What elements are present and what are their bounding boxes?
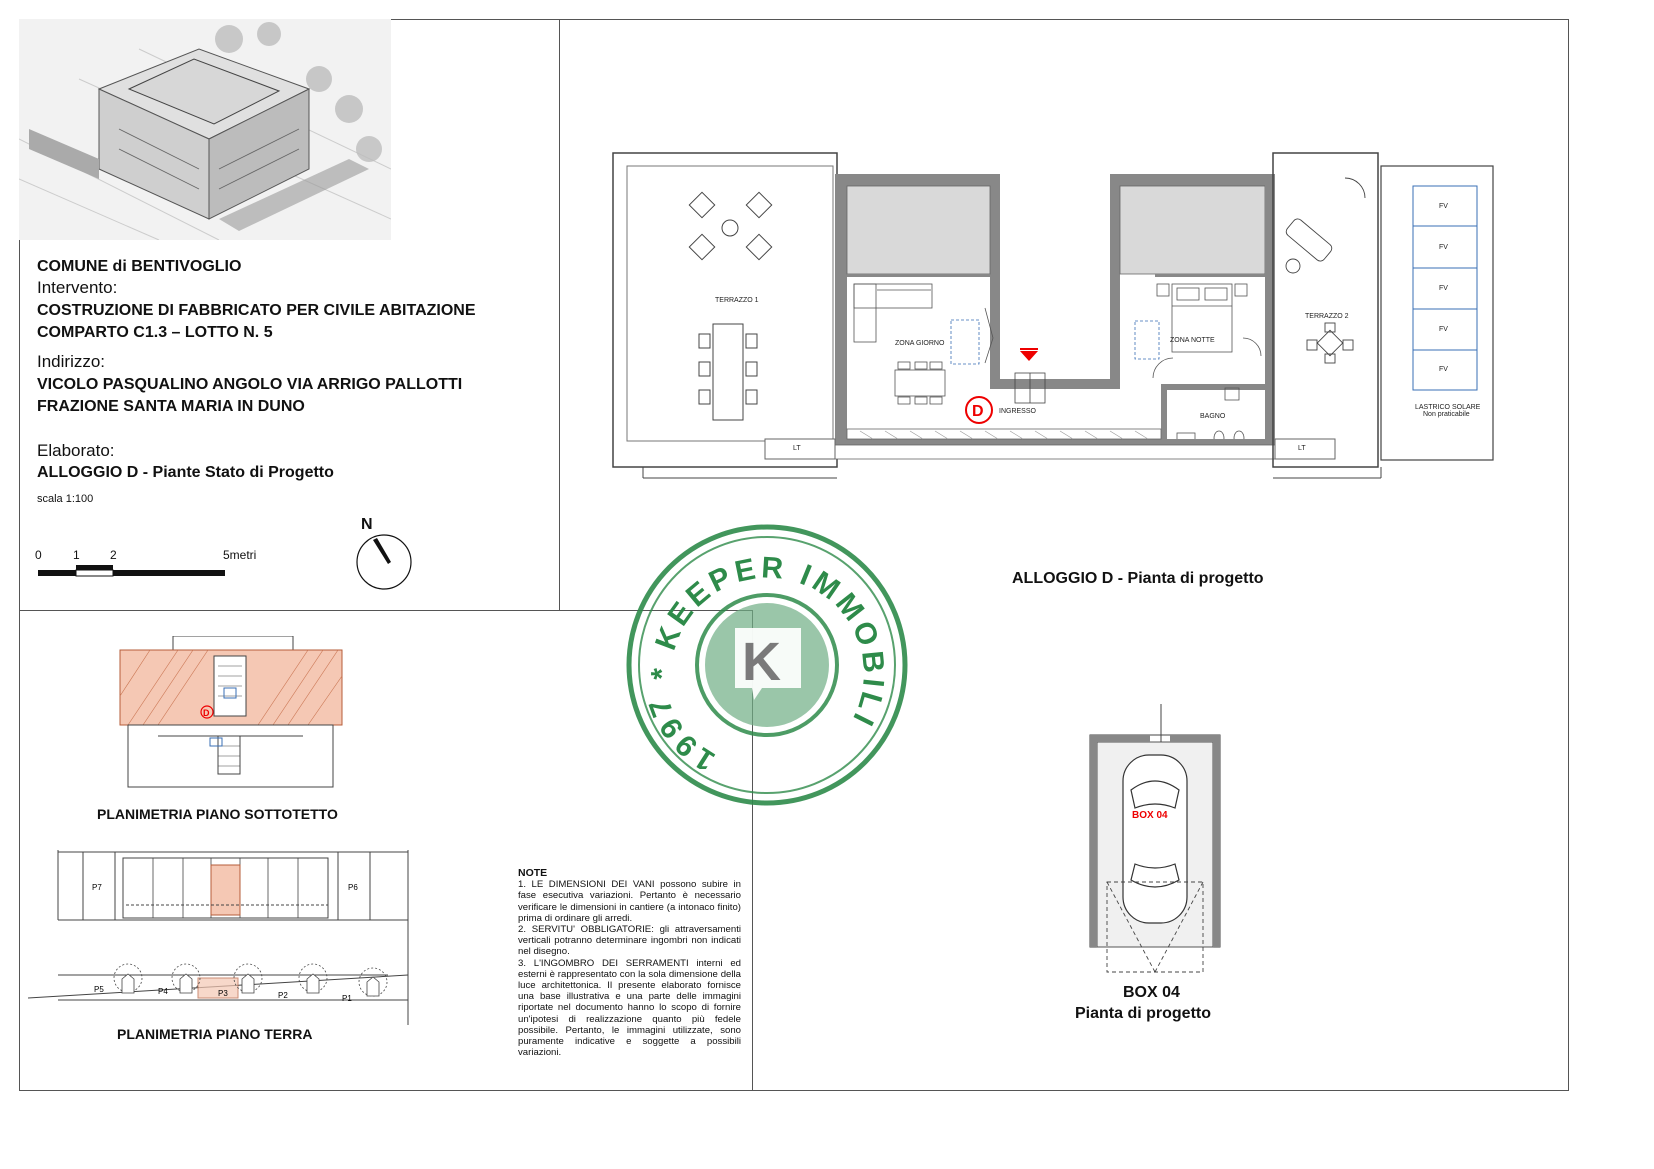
note-item-1: 1. LE DIMENSIONI DEI VANI possono subire…	[518, 879, 741, 924]
note-item-3: 3. L'INGOMBRO DEI SERRAMENTI interni ed …	[518, 957, 741, 1059]
indirizzo-label: Indirizzo:	[37, 352, 106, 371]
box-subtitle: Pianta di progetto	[1075, 1005, 1211, 1022]
parking-p1: P1	[342, 994, 352, 1003]
elaborato-label: Elaborato:	[37, 441, 115, 460]
room-label-zona-giorno: ZONA GIORNO	[895, 340, 945, 347]
notes-block: NOTE 1. LE DIMENSIONI DEI VANI possono s…	[518, 867, 741, 1059]
pv-label-3: FV	[1439, 285, 1448, 292]
scale-bar	[38, 562, 228, 585]
stamp-letter: K	[742, 632, 781, 692]
box-car-label: BOX 04	[1132, 810, 1168, 821]
scale-label-5: 5metri	[223, 548, 257, 562]
room-label-lastrico-note: Non praticabile	[1423, 411, 1470, 418]
room-label-bagno: BAGNO	[1200, 413, 1226, 420]
pv-label-5: FV	[1439, 366, 1448, 373]
lt-label-left: LT	[793, 445, 801, 452]
parking-p2: P2	[278, 991, 288, 1000]
pv-label-2: FV	[1439, 244, 1448, 251]
indirizzo-line1: VICOLO PASQUALINO ANGOLO VIA ARRIGO PALL…	[37, 376, 463, 393]
parking-p7: P7	[92, 883, 102, 892]
parking-p3: P3	[218, 989, 228, 998]
piano-terra-title: PLANIMETRIA PIANO TERRA	[117, 1026, 313, 1042]
room-label-terrazzo2: TERRAZZO 2	[1305, 313, 1349, 320]
box-title: BOX 04	[1123, 984, 1180, 1001]
scale-label-2: 2	[110, 548, 117, 562]
room-label-ingresso: INGRESSO	[999, 408, 1037, 415]
sottotetto-title: PLANIMETRIA PIANO SOTTOTETTO	[97, 806, 338, 822]
pv-label-4: FV	[1439, 326, 1448, 333]
box-plan: BOX 04	[1085, 700, 1225, 985]
parking-p6: P6	[348, 883, 358, 892]
parking-p4: P4	[158, 987, 168, 996]
divider-horizontal-left	[19, 610, 560, 611]
parking-p5: P5	[94, 985, 104, 994]
building-3d-render	[18, 19, 392, 241]
divider-vertical-top	[559, 19, 560, 610]
unit-letter-main: D	[972, 403, 984, 420]
main-plan-title: ALLOGGIO D - Pianta di progetto	[1012, 570, 1264, 587]
north-label: N	[361, 516, 373, 533]
scale-text: scala 1:100	[37, 493, 94, 505]
intervento-line2: COMPARTO C1.3 – LOTTO N. 5	[37, 324, 273, 341]
pv-label-1: FV	[1439, 203, 1448, 210]
divider-horizontal-mid	[559, 610, 753, 611]
scale-label-1: 1	[73, 548, 80, 562]
room-label-zona-notte: ZONA NOTTE	[1170, 337, 1215, 344]
intervento-line1: COSTRUZIONE DI FABBRICATO PER CIVILE ABI…	[37, 302, 476, 319]
intervento-label: Intervento:	[37, 278, 118, 297]
elaborato-value: ALLOGGIO D - Piante Stato di Progetto	[37, 464, 334, 481]
room-label-terrazzo1: TERRAZZO 1	[715, 297, 759, 304]
indirizzo-line2: FRAZIONE SANTA MARIA IN DUNO	[37, 398, 305, 415]
piano-terra-plan: P7 P6 P5 P4 P3 P2 P1	[27, 850, 418, 1030]
north-arrow-icon	[355, 532, 415, 597]
keeper-stamp-logo: * KEEPER IMMOBILIARE * 1997 K	[609, 494, 912, 815]
sottotetto-unit-letter: D	[203, 708, 210, 718]
lt-label-right: LT	[1298, 445, 1306, 452]
outer-frame	[19, 19, 1569, 1091]
divider-vertical-bottom	[752, 610, 753, 1090]
main-floor-plan: TERRAZZO 1 ZONA GIORNO	[605, 148, 1505, 480]
room-label-lastrico: LASTRICO SOLARE	[1415, 404, 1481, 411]
notes-title: NOTE	[518, 867, 548, 879]
comune-title: COMUNE di BENTIVOGLIO	[37, 258, 242, 275]
note-item-2: 2. SERVITU' OBBLIGATORIE: gli attraversa…	[518, 924, 741, 958]
scale-label-0: 0	[35, 548, 42, 562]
sottotetto-plan: D	[118, 635, 348, 801]
